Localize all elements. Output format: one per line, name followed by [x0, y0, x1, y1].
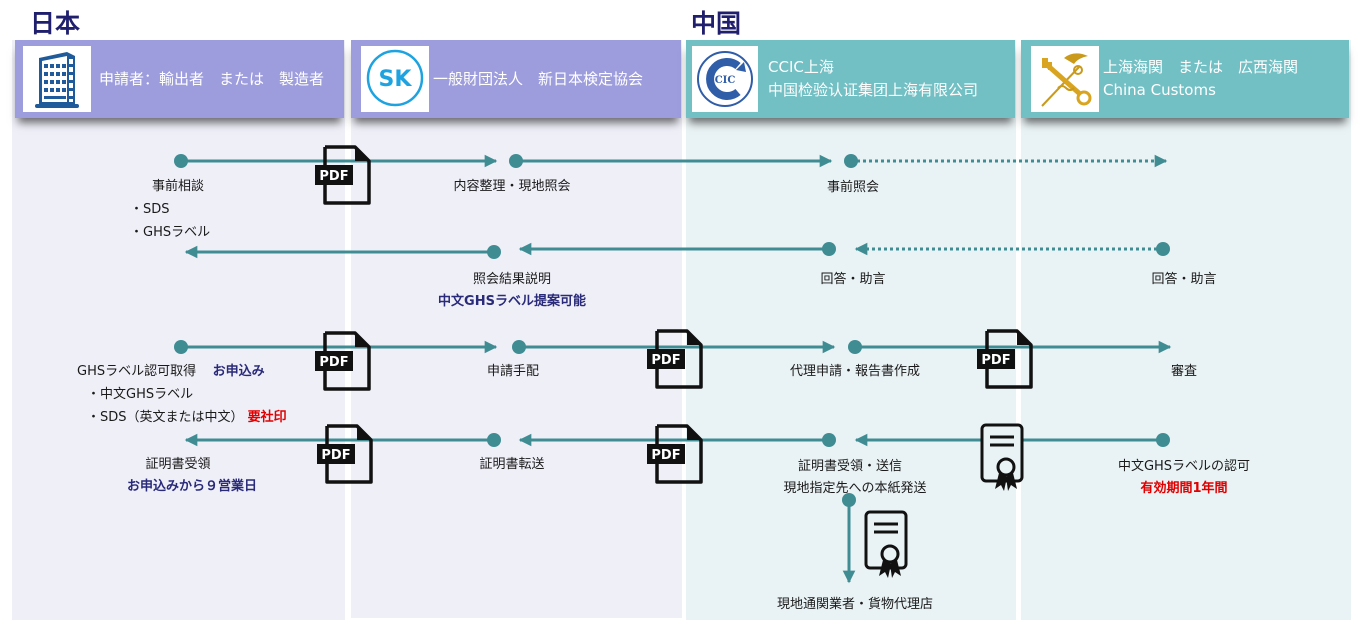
step-answer-ccic-label: 回答・助言: [820, 272, 886, 287]
step-cert-receive-send-label: 証明書受領・送信: [797, 459, 903, 474]
node-proxy: [848, 340, 862, 354]
header-customs: 上海海関 または 広西海関 China Customs: [1021, 40, 1349, 118]
header-shinnihon: SK 一般財団法人 新日本検定協会: [351, 40, 681, 118]
step-local-agent-label: 現地通関業者・貨物代理店: [776, 597, 934, 612]
step-organize-label: 内容整理・現地照会: [453, 179, 571, 194]
lane-ccic: [686, 40, 1016, 620]
step-apply-text: GHSラベル認可取得: [77, 364, 197, 379]
step-answer-customs-label: 回答・助言: [1151, 272, 1217, 287]
node-cert-forward: [487, 433, 501, 447]
header-applicant: 申請者：輸出者 または 製造者: [15, 40, 344, 118]
pdf-icon: PDF: [975, 329, 1033, 395]
node-result-explain: [487, 245, 501, 259]
step-pre-inquiry-label: 事前照会: [826, 180, 880, 195]
node-pre-inquiry: [844, 154, 858, 168]
node-apply: [174, 340, 188, 354]
step-proxy-label: 代理申請・報告書作成: [789, 364, 921, 379]
node-answer-ccic: [822, 242, 836, 256]
pdf-icon: PDF: [315, 424, 373, 490]
customs-emblem-icon: [1031, 46, 1099, 112]
node-answer-customs: [1156, 242, 1170, 256]
step-review-label: 審査: [1170, 364, 1198, 379]
svg-text:CIC: CIC: [715, 75, 736, 86]
pdf-icon: PDF: [645, 329, 703, 395]
header-ccic-line-2: 中国检验认证集团上海有限公司: [768, 81, 979, 99]
step-pre-consult-label: 事前相談: [151, 179, 205, 194]
header-ccic-text: CCIC上海 中国检验认证集团上海有限公司: [768, 40, 978, 118]
svg-text:PDF: PDF: [651, 448, 680, 463]
step-cert-receive-note: お申込みから９営業日: [126, 479, 258, 494]
node-cert-receive-send: [822, 433, 836, 447]
step-apply-item: ・SDS（英文または中文） 要社印: [87, 406, 287, 425]
header-customs-line-1: 上海海関 または 広西海関: [1103, 58, 1299, 76]
certificate-icon: [980, 423, 1026, 497]
svg-text:PDF: PDF: [319, 355, 348, 370]
step-apply-item-note: 要社印: [247, 410, 287, 425]
node-pre-consult: [174, 154, 188, 168]
lane-applicant: [12, 40, 345, 620]
step-pre-consult-item: ・GHSラベル: [130, 225, 211, 240]
certificate-icon: [864, 510, 910, 584]
office-building-icon: [23, 46, 91, 112]
step-cert-receive-send-sub: 現地指定先への本紙発送: [783, 481, 927, 496]
sk-logo-icon: SK: [361, 46, 429, 112]
svg-text:SK: SK: [379, 67, 413, 92]
svg-text:PDF: PDF: [321, 448, 350, 463]
step-apply-tag: お申込み: [212, 364, 265, 379]
lane-customs: [1021, 40, 1351, 620]
node-arrange-out: [512, 340, 526, 354]
svg-text:PDF: PDF: [651, 353, 680, 368]
svg-text:PDF: PDF: [319, 169, 348, 184]
pdf-icon: PDF: [313, 145, 371, 211]
step-apply-item-text: ・SDS（英文または中文）: [87, 410, 244, 425]
step-apply-item: ・中文GHSラベル: [87, 387, 194, 402]
header-shinnihon-line-1: 一般財団法人 新日本検定協会: [433, 69, 644, 88]
node-approval: [1156, 433, 1170, 447]
header-ccic-line-1: CCIC上海: [768, 58, 834, 76]
pdf-icon: PDF: [313, 331, 371, 397]
node-organize: [509, 154, 523, 168]
region-title-japan: 日本: [30, 9, 81, 38]
step-pre-consult-item: ・SDS: [130, 202, 170, 217]
header-shinnihon-text: 一般財団法人 新日本検定協会: [433, 40, 643, 118]
svg-text:PDF: PDF: [981, 353, 1010, 368]
step-approval-label: 中文GHSラベルの認可: [1117, 459, 1251, 474]
header-applicant-line-1: 申請者：輸出者 または 製造者: [99, 69, 325, 88]
header-customs-text: 上海海関 または 広西海関 China Customs: [1103, 40, 1298, 118]
pdf-icon: PDF: [645, 424, 703, 490]
step-result-explain-note: 中文GHSラベル提案可能: [438, 294, 586, 309]
region-title-china: 中国: [691, 9, 742, 38]
step-cert-forward-label: 証明書転送: [479, 457, 545, 472]
header-applicant-text: 申請者：輸出者 または 製造者: [99, 40, 324, 118]
header-customs-line-2: China Customs: [1103, 81, 1216, 99]
node-ccic-dispatch: [842, 493, 856, 507]
ccic-logo-icon: CIC: [692, 46, 758, 112]
lane-shinnihon: [351, 40, 682, 618]
step-approval-note: 有効期間1年間: [1140, 481, 1228, 496]
step-result-explain-label: 照会結果説明: [472, 272, 552, 287]
header-ccic: CIC CCIC上海 中国检验认证集团上海有限公司: [686, 40, 1015, 118]
step-arrange-label: 申請手配: [486, 364, 540, 379]
step-cert-receive-label: 証明書受領: [145, 457, 211, 472]
step-apply-label: GHSラベル認可取得 お申込み: [77, 360, 265, 379]
